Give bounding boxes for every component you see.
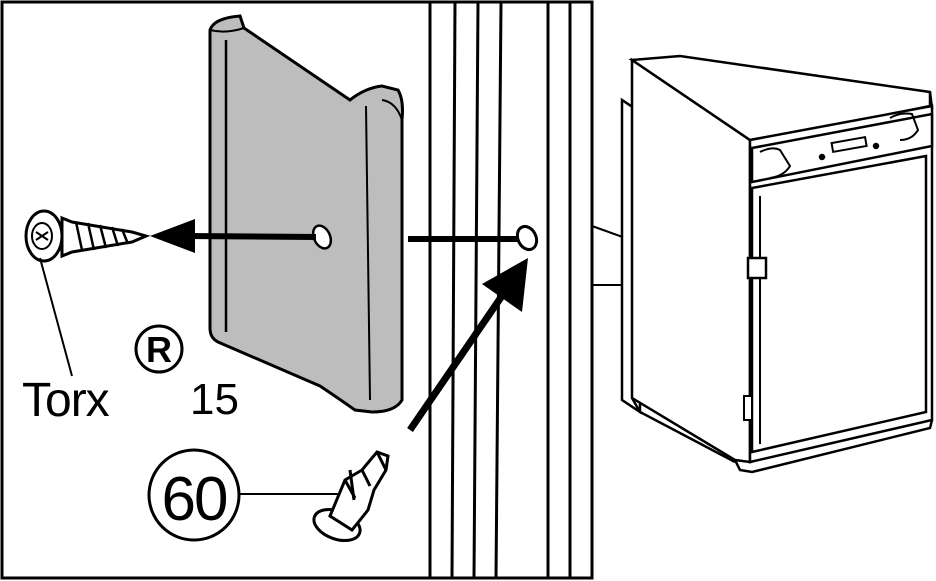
handle-screw-hole: [311, 224, 333, 250]
arrow-left: [150, 219, 317, 253]
registered-mark: R: [146, 329, 172, 370]
part-number-label: 60: [162, 465, 227, 534]
screw-size-label: 15: [190, 375, 239, 424]
wall-hole: [515, 224, 539, 252]
screw-icon: [24, 209, 151, 263]
door-handle-bracket: [208, 14, 404, 414]
screw-leader-line: [39, 257, 73, 377]
plastic-plug-icon: [312, 450, 390, 543]
arrow-diagonal: [407, 258, 528, 432]
screw-type-label: Torx: [22, 374, 110, 427]
appliance-illustration: [620, 54, 934, 474]
cabinet-side-wall: [428, 1, 572, 579]
registered-mark-circle: [134, 324, 184, 374]
